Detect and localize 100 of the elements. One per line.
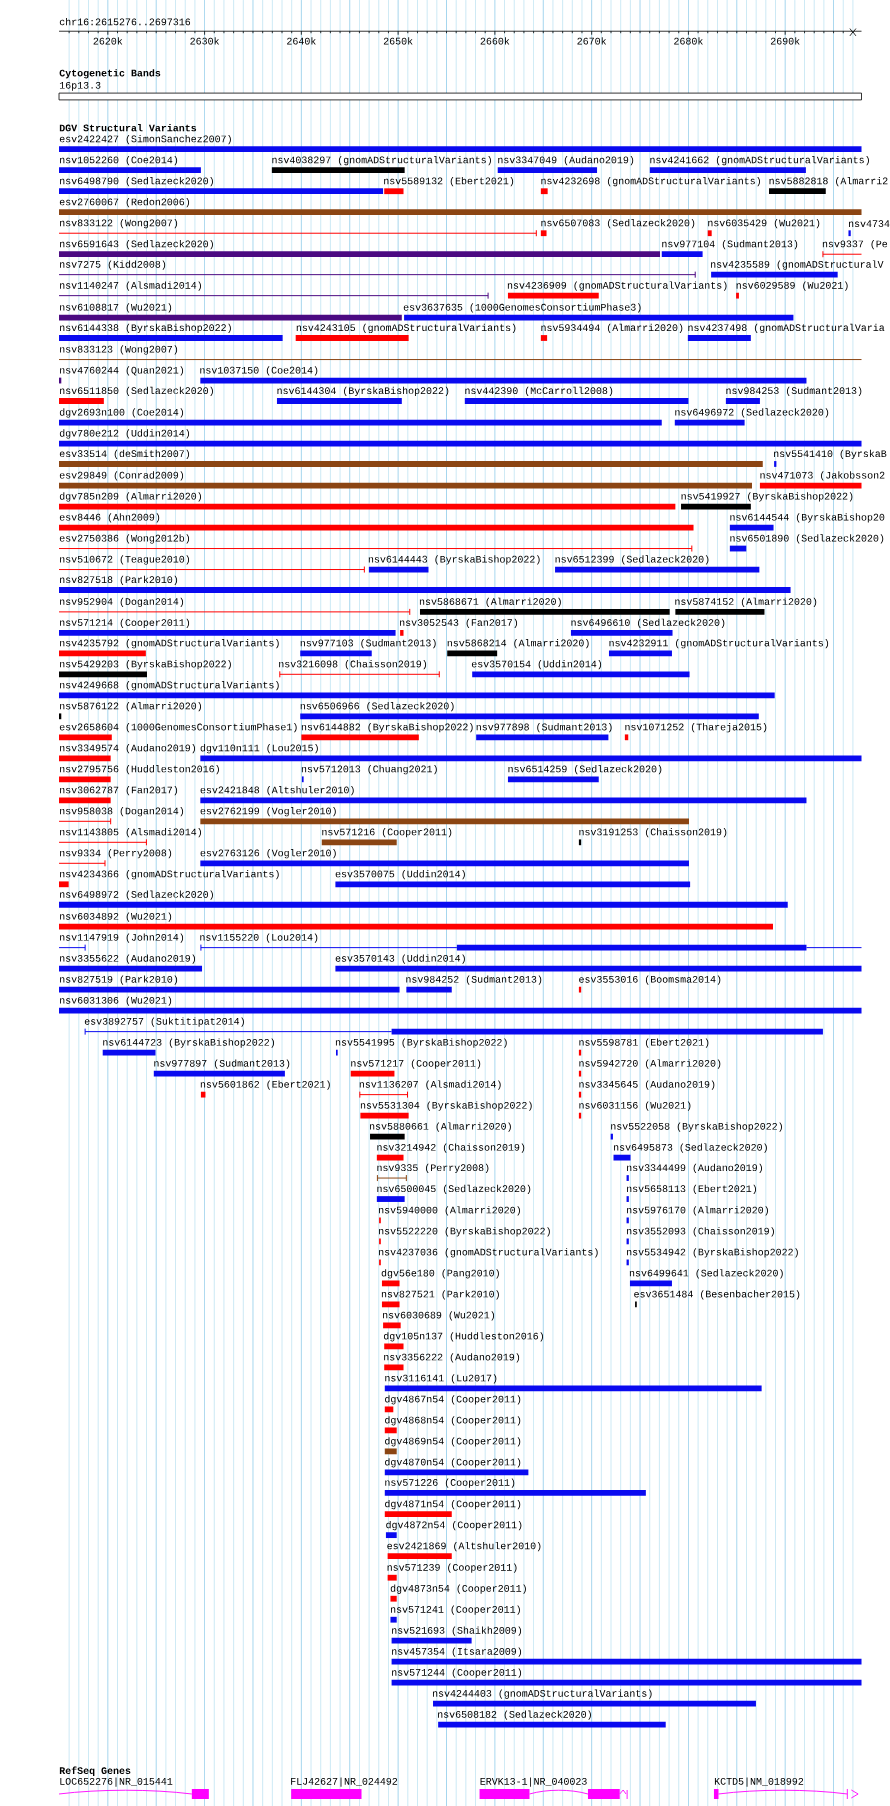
- variant-label: nsv6496972 (Sedlazeck2020): [675, 408, 829, 418]
- variant-label: nsv4244403 (gnomADStructuralVariants): [432, 1689, 652, 1699]
- variant-label: nsv6496610 (Sedlazeck2020): [571, 618, 725, 628]
- variant-label: esv3651484 (Besenbacher2015): [634, 1290, 800, 1300]
- variant-label: nsv1140247 (Alsmadi2014): [60, 281, 201, 291]
- variant-label: esv33514 (deSmith2007): [59, 449, 190, 459]
- variant-label: nsv4237498 (gnomADStructuralVaria: [688, 323, 885, 334]
- variant-label: esv3570154 (Uddin2014): [471, 660, 602, 670]
- variant-label: dgv780e212 (Uddin2014): [59, 429, 190, 439]
- variant-label: dgv785n209 (Almarri2020): [59, 492, 201, 502]
- variant-label: nsv4235792 (gnomADStructuralVariants): [60, 639, 279, 649]
- variant-label: nsv4243105 (gnomADStructuralVariants): [296, 323, 516, 334]
- variant-label: nsv6144723 (ByrskaBishop2022): [103, 1038, 275, 1048]
- variant-label: nsv6144304 (ByrskaBishop2022): [277, 386, 449, 396]
- variant-label: nsv571226 (Cooper2011): [385, 1478, 515, 1488]
- variant-label: nsv4760244 (Quan2021): [60, 366, 184, 376]
- track-title: RefSeq Genes: [59, 1766, 131, 1776]
- variant-label: dgv4871n54 (Cooper2011): [385, 1499, 521, 1510]
- track-label: 16p13.3: [59, 81, 101, 91]
- variant-label: nsv5541410 (ByrskaB: [774, 449, 887, 459]
- variant-label: nsv5598781 (Ebert2021): [579, 1038, 709, 1048]
- variant-label: esv2422427 (SimonSanchez2007): [59, 135, 231, 145]
- variant-label: nsv977898 (Sudmant2013): [476, 723, 612, 733]
- variant-label: nsv977104 (Sudmant2013): [662, 240, 798, 250]
- variant-label: nsv3214942 (Chaisson2019): [377, 1143, 525, 1153]
- variant-label: nsv9337 (Pe: [822, 240, 888, 250]
- variant-label: nsv6591643 (Sedlazeck2020): [60, 240, 213, 250]
- variant-label: nsv6035429 (Wu2021): [708, 219, 820, 229]
- variant-label: nsv6029589 (Wu2021): [736, 281, 848, 291]
- variant-label: nsv5419927 (ByrskaBishop2022): [681, 492, 853, 502]
- tick-label: 2660k: [480, 37, 510, 45]
- variant-label: nsv984252 (Sudmant2013): [406, 975, 542, 985]
- variant-label: nsv3347049 (Audano2019): [498, 156, 634, 166]
- variant-label: nsv952904 (Dogan2014): [60, 597, 184, 607]
- variant-label: esv3570075 (Uddin2014): [335, 870, 465, 880]
- variant-label: nsv3052543 (Fan2017): [400, 618, 518, 628]
- variant-label: nsv6506966 (Sedlazeck2020): [300, 702, 454, 712]
- variant-label: dgv2693n100 (Coe2014): [59, 408, 184, 418]
- variant-label: nsv977103 (Sudmant2013): [300, 639, 436, 649]
- variant-label: esv2750386 (Wong2012b): [59, 534, 190, 544]
- variant-label: nsv5934494 (Almarri2020): [541, 323, 683, 334]
- track-label: chr16:2615276..2697316: [59, 17, 191, 26]
- tick-label: 2670k: [577, 37, 607, 45]
- variant-label: nsv5940000 (Almarri2020): [379, 1206, 520, 1216]
- variant-label: nsv1071252 (Thareja2015): [625, 723, 767, 733]
- variant-label: nsv7275 (Kidd2008): [60, 260, 166, 270]
- variant-label: nsv571244 (Cooper2011): [392, 1668, 522, 1678]
- variant-label: nsv3344499 (Audano2019): [627, 1163, 762, 1174]
- variant-label: nsv5868671 (Almarri2020): [419, 597, 561, 607]
- variant-label: nsv5658113 (Ebert2021): [627, 1184, 757, 1195]
- variant-label: nsv571239 (Cooper2011): [387, 1563, 517, 1573]
- variant-label: esv3570143 (Uddin2014): [335, 954, 465, 964]
- variant-label: nsv6514259 (Sedlazeck2020): [508, 765, 662, 775]
- variant-label: esv2763126 (Vogler2010): [200, 849, 336, 859]
- variant-label: nsv6108817 (Wu2021): [60, 303, 172, 313]
- variant-label: nsv5541995 (ByrskaBishop2022): [335, 1038, 507, 1048]
- variant-label: nsv1136207 (Alsmadi2014): [359, 1080, 501, 1090]
- variant-label: nsv6031156 (Wu2021): [579, 1101, 691, 1111]
- track-label: FLJ42627|NR_024492: [291, 1777, 398, 1787]
- track-label: ERVK13-1|NR_040023: [480, 1777, 587, 1787]
- variant-label: nsv6508182 (Sedlazeck2020): [438, 1710, 591, 1720]
- variant-label: nsv5712013 (Chuang2021): [301, 765, 437, 775]
- variant-label: nsv6495873 (Sedlazeck2020): [614, 1143, 767, 1153]
- variant-label: esv3637635 (1000GenomesConsortiumPhase3): [403, 303, 641, 313]
- variant-label: nsv510672 (Teague2010): [60, 555, 190, 565]
- variant-label: nsv1052260 (Coe2014): [60, 156, 178, 166]
- variant-label: nsv6030689 (Wu2021): [383, 1311, 495, 1321]
- variant-label: nsv571214 (Cooper2011): [60, 618, 190, 628]
- variant-label: nsv5531304 (ByrskaBishop2022): [360, 1101, 532, 1111]
- variant-label: nsv5868214 (Almarri2020): [447, 639, 589, 649]
- variant-label: esv2762199 (Vogler2010): [200, 807, 336, 817]
- variant-label: dgv105n137 (Huddleston2016): [383, 1332, 543, 1342]
- variant-label: nsv3355622 (Audano2019): [60, 954, 196, 964]
- variant-label: dgv110n111 (Lou2015): [200, 744, 318, 754]
- variant-label: nsv6501890 (Sedlazeck2020): [730, 534, 884, 544]
- variant-label: esv3553016 (Boomsma2014): [579, 975, 721, 985]
- variant-label: nsv6144443 (ByrskaBishop2022): [368, 555, 540, 565]
- variant-label: nsv5976170 (Almarri2020): [627, 1206, 768, 1216]
- variant-label: nsv4734: [848, 220, 890, 227]
- variant-label: dgv4870n54 (Cooper2011): [385, 1458, 521, 1468]
- variant-label: nsv4232698 (gnomADStructuralVariants): [541, 177, 760, 187]
- variant-label: nsv471073 (Jakobsson2: [760, 471, 885, 481]
- variant-label: nsv1143805 (Alsmadi2014): [60, 828, 201, 838]
- variant-label: nsv4237036 (gnomADStructuralVariants): [379, 1248, 598, 1258]
- variant-label: esv2421869 (Altshuler2010): [387, 1541, 541, 1552]
- variant-label: nsv3116141 (Lu2017): [385, 1374, 497, 1384]
- variant-label: nsv521693 (Shaikh2009): [392, 1626, 522, 1636]
- variant-label: esv2760067 (Redon2006): [59, 198, 190, 208]
- variant-label: nsv4236909 (gnomADStructuralVariants): [507, 281, 727, 291]
- variant-label: dgv4869n54 (Cooper2011): [385, 1437, 521, 1447]
- variant-label: nsv2795756 (Huddleston2016): [60, 765, 219, 775]
- tick-label: 2680k: [674, 37, 703, 45]
- variant-label: nsv6512399 (Sedlazeck2020): [555, 555, 709, 565]
- variant-label: dgv4867n54 (Cooper2011): [385, 1395, 521, 1405]
- variant-label: nsv5880661 (Almarri2020): [369, 1122, 511, 1132]
- variant-label: nsv9334 (Perry2008): [60, 849, 172, 859]
- tick-label: 2630k: [190, 37, 220, 45]
- variant-label: dgv4868n54 (Cooper2011): [385, 1416, 521, 1426]
- variant-label: nsv6031306 (Wu2021): [60, 996, 172, 1006]
- track-label: LOC652276|NR_015441: [60, 1777, 173, 1787]
